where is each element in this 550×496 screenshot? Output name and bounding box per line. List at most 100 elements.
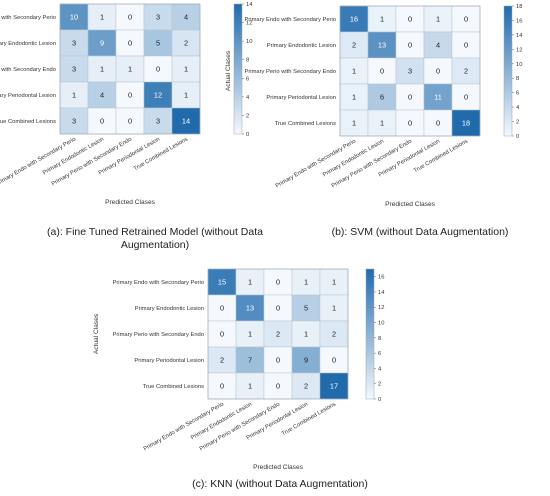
row-label: Primary Periodontal Lesion (134, 358, 204, 364)
matrix-cell (367, 5, 397, 33)
colorbar-tick-label: 2 (246, 113, 249, 119)
colorbar-tick-label: 2 (378, 382, 381, 388)
x-axis-label: Predicted Clases (105, 199, 156, 206)
colorbar (365, 268, 375, 400)
cell-value: 0 (380, 67, 384, 76)
row-label: Primary Perio with Secondary Endo (112, 332, 204, 338)
cell-value: 1 (380, 119, 384, 128)
cell-value: 2 (304, 382, 308, 391)
cell-value: 2 (184, 39, 188, 48)
row-label: True Combined Lesions (0, 119, 56, 125)
row-label: Primary Endo with Secondary Perio (112, 280, 204, 286)
matrix-cell (423, 83, 453, 111)
colorbar-tick-label: 12 (516, 47, 522, 53)
cell-value: 1 (248, 382, 252, 391)
colorbar (233, 3, 243, 135)
colorbar-tick-label: 0 (516, 134, 519, 140)
cell-value: 13 (378, 41, 386, 50)
matrix-cell (87, 55, 117, 83)
colorbar-tick-label: 8 (378, 336, 381, 342)
cell-value: 0 (436, 119, 440, 128)
row-label: Primary Endodontic Lesion (267, 43, 336, 49)
matrix-cell (451, 31, 481, 59)
cell-value: 0 (408, 119, 412, 128)
cell-value: 0 (464, 93, 468, 102)
matrix-cell (423, 109, 453, 137)
matrix-cell (423, 5, 453, 33)
matrix-cell (115, 107, 145, 135)
cell-value: 13 (246, 304, 254, 313)
cell-value: 0 (464, 41, 468, 50)
row-label: Primary Perio with Secondary Endo (244, 69, 336, 75)
colorbar-tick-label: 0 (246, 132, 249, 138)
colorbar-tick-label: 4 (246, 95, 250, 101)
colorbar-tick-label: 10 (378, 321, 384, 327)
matrix-cell (451, 83, 481, 111)
cell-value: 4 (100, 91, 104, 100)
matrix-cell (395, 83, 425, 111)
cell-value: 1 (128, 65, 132, 74)
cell-value: 0 (408, 93, 412, 102)
cell-value: 10 (70, 13, 78, 22)
x-axis-label: Predicted Clases (253, 464, 304, 471)
matrix-cell (339, 109, 369, 137)
cell-value: 1 (332, 304, 336, 313)
cell-value: 2 (464, 67, 468, 76)
row-label: Primary Perio with Secondary Endo (0, 67, 56, 73)
colorbar (503, 5, 513, 137)
cell-value: 1 (184, 91, 188, 100)
row-label: Primary Endo with Secondary Perio (244, 17, 336, 23)
cell-value: 0 (220, 330, 224, 339)
cell-value: 1 (304, 278, 308, 287)
cell-value: 1 (352, 93, 356, 102)
matrix-cell (115, 29, 145, 57)
colorbar-tick-label: 18 (516, 4, 522, 10)
matrix-cell (367, 83, 397, 111)
cell-value: 1 (248, 278, 252, 287)
cell-value: 3 (156, 13, 160, 22)
cell-value: 14 (182, 117, 190, 126)
cell-value: 0 (332, 356, 336, 365)
col-label: True Combined Lesions (413, 138, 469, 174)
col-label: True Combined Lesions (133, 136, 189, 172)
colorbar-tick-label: 14 (246, 2, 253, 8)
matrix-cell (367, 57, 397, 85)
matrix-cell (59, 3, 89, 31)
matrix-cell (87, 29, 117, 57)
caption-b: (b): SVM (without Data Augmentation) (331, 226, 509, 238)
cell-value: 0 (408, 15, 412, 24)
cell-value: 2 (352, 41, 356, 50)
matrix-border (339, 5, 481, 137)
matrix-cell (87, 3, 117, 31)
caption-a: (a): Fine Tuned Retrained Model (without… (47, 226, 263, 251)
row-label: Primary Periodontal Lesion (0, 93, 56, 99)
colorbar-tick-label: 16 (378, 275, 384, 281)
matrix-cell (319, 346, 349, 374)
colorbar-tick-label: 8 (246, 58, 249, 64)
cell-value: 0 (276, 278, 280, 287)
cell-value: 0 (100, 117, 104, 126)
colorbar-tick-label: 14 (378, 290, 385, 296)
colorbar-tick-label: 12 (246, 21, 252, 27)
matrix-cell (263, 320, 293, 348)
cell-value: 0 (276, 356, 280, 365)
cell-value: 1 (332, 278, 336, 287)
colorbar-tick-label: 2 (516, 120, 519, 126)
matrix-cell (263, 346, 293, 374)
matrix-cell (291, 268, 321, 296)
cell-value: 5 (304, 304, 308, 313)
row-label: True Combined Lesions (275, 121, 336, 127)
cell-value: 3 (408, 67, 412, 76)
colorbar-tick-label: 6 (246, 76, 249, 82)
matrix-cell (171, 107, 201, 135)
matrix-cell (59, 81, 89, 109)
matrix-cell (171, 29, 201, 57)
matrix-cell (87, 81, 117, 109)
matrix-cell (59, 107, 89, 135)
cell-value: 9 (100, 39, 104, 48)
matrix-cell (367, 109, 397, 137)
matrix-cell (291, 346, 321, 374)
